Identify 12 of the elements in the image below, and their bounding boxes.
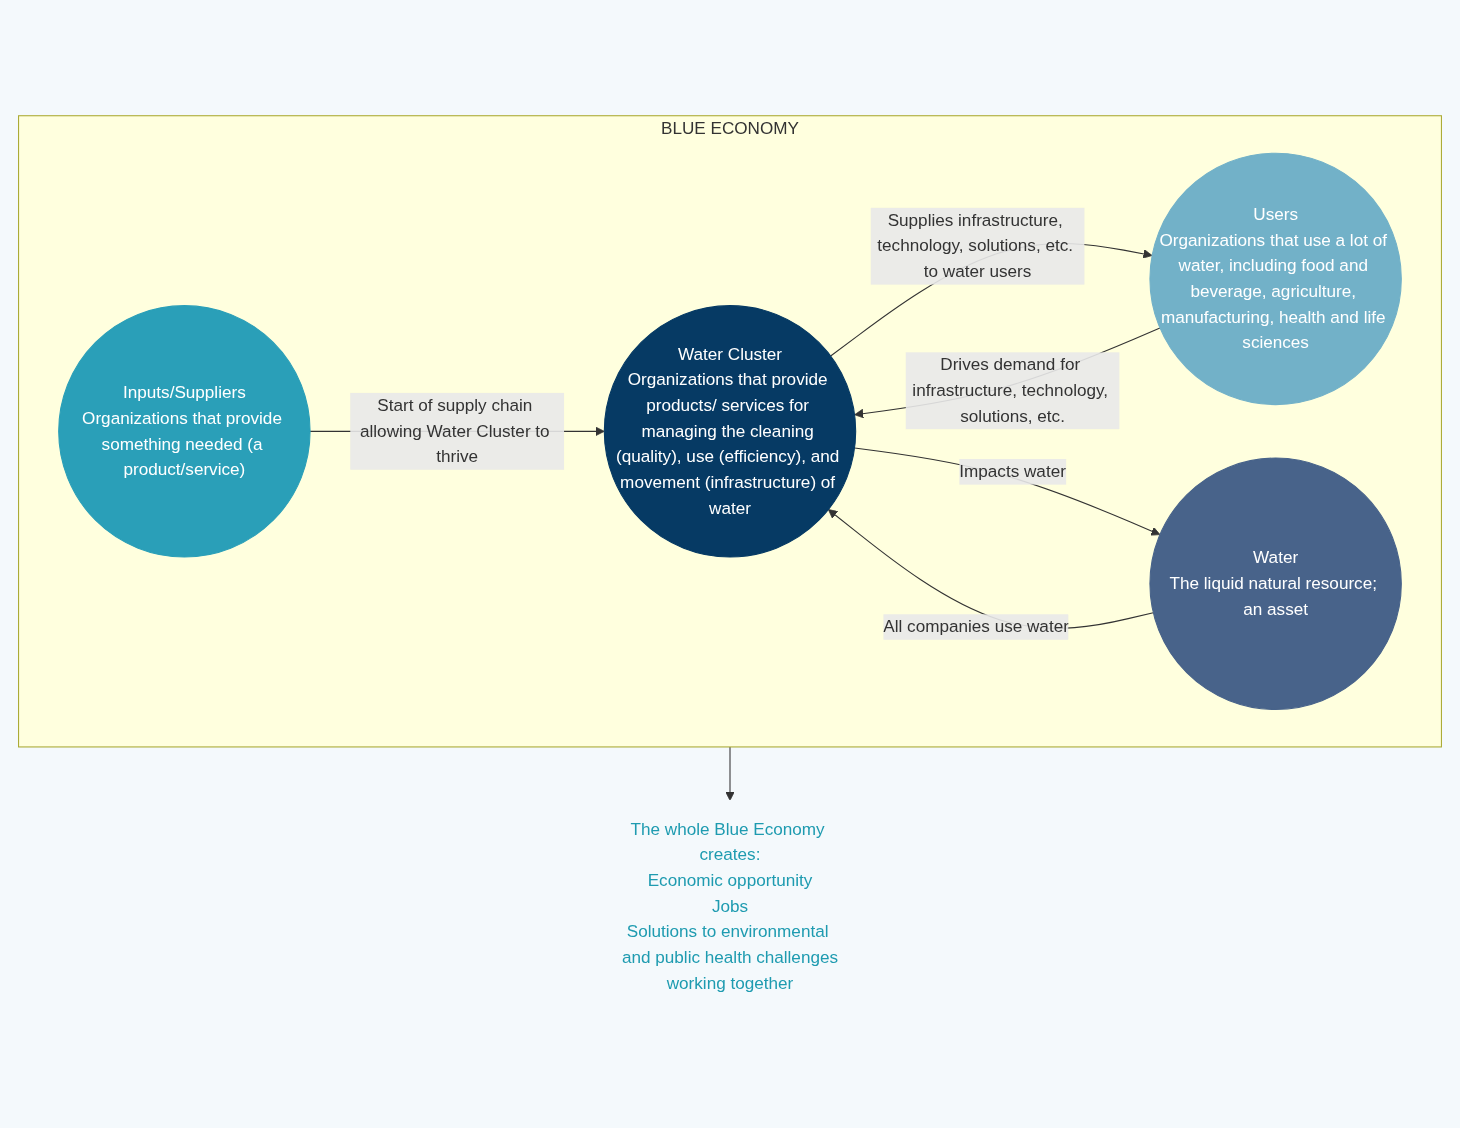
node-circle: Water Cluster Organizations that provide products/ services for managing the cleaning (quality), use (efficiency), and movement (infrastructure) of water [603,305,857,558]
edge-label: Supplies infrastructure, technology, solutions, etc. to water users [877,210,1074,281]
edge-label: All companies use water [883,617,1069,636]
node-circle: Inputs/Suppliers Organizations that provide something needed (a product/service) [58,305,311,558]
edge-label: Start of supply chain allowing Water Cluster to thrive [359,396,550,466]
node-circle: Water The liquid natural resource; an asset [1149,457,1402,711]
arrow [854,447,1161,536]
arrow [725,746,735,801]
edge-label: Drives demand for infrastructure, technology, solutions, etc. [912,355,1109,426]
node-circle: Users Organizations that use a lot of water, including food and beverage, agriculture, manufacturing, health and life sciences [1149,152,1402,406]
node-text: The whole Blue Economy creates: Economic opportunity Jobs Solutions to environmental and public health challenges working together [621,819,839,992]
edge-label: Impacts water [959,462,1066,481]
